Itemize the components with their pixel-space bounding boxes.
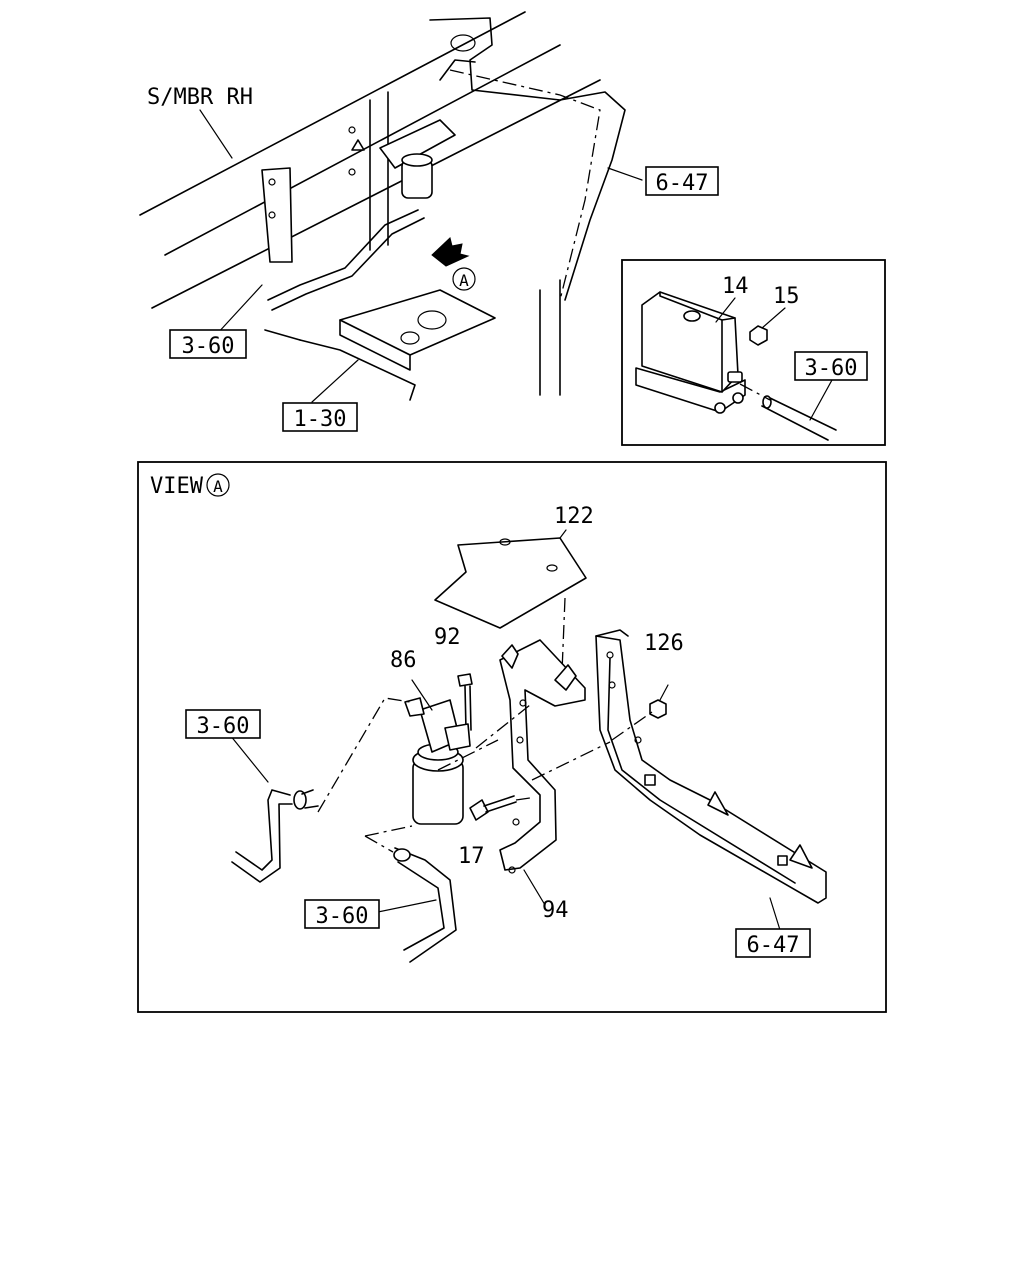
ref-3-60-view-bottom[interactable]: 3-60 bbox=[316, 904, 369, 929]
inset-drawing bbox=[635, 291, 837, 441]
part-122[interactable]: 122 bbox=[554, 504, 594, 529]
ref-6-47-top[interactable]: 6-47 bbox=[656, 171, 709, 196]
view-a-drawing bbox=[229, 529, 827, 963]
part-17[interactable]: 17 bbox=[458, 844, 485, 869]
view-a-panel bbox=[137, 461, 887, 1013]
ref-6-47-view[interactable]: 6-47 bbox=[747, 933, 800, 958]
ref-3-60-inset[interactable]: 3-60 bbox=[805, 356, 858, 381]
part-86[interactable]: 86 bbox=[390, 648, 417, 673]
ref-box-1-30-top bbox=[282, 402, 358, 432]
ref-box-3-60-view-left bbox=[185, 709, 261, 739]
ref-3-60-top[interactable]: 3-60 bbox=[182, 334, 235, 359]
part-92[interactable]: 92 bbox=[434, 625, 461, 650]
ref-box-3-60-top bbox=[169, 329, 247, 359]
ref-3-60-view-left[interactable]: 3-60 bbox=[197, 714, 250, 739]
inset-panel bbox=[621, 259, 886, 446]
ref-box-3-60-view-bottom bbox=[304, 899, 380, 929]
part-94[interactable]: 94 bbox=[542, 898, 569, 923]
ref-box-6-47-view bbox=[735, 928, 811, 958]
ref-box-6-47-top bbox=[645, 166, 719, 196]
part-14[interactable]: 14 bbox=[722, 274, 749, 299]
view-marker-top: A bbox=[459, 271, 469, 290]
frame-label: S/MBR RH bbox=[147, 85, 253, 110]
top-assembly-drawing bbox=[139, 11, 643, 403]
view-marker-circle-top bbox=[452, 267, 476, 291]
view-a-marker-circle bbox=[206, 473, 230, 497]
ref-1-30-top[interactable]: 1-30 bbox=[294, 407, 347, 432]
view-a-title: VIEW bbox=[150, 474, 204, 499]
part-126[interactable]: 126 bbox=[644, 631, 684, 656]
ref-box-3-60-inset bbox=[794, 351, 868, 381]
part-15[interactable]: 15 bbox=[773, 284, 800, 309]
view-a-marker: A bbox=[213, 477, 223, 496]
